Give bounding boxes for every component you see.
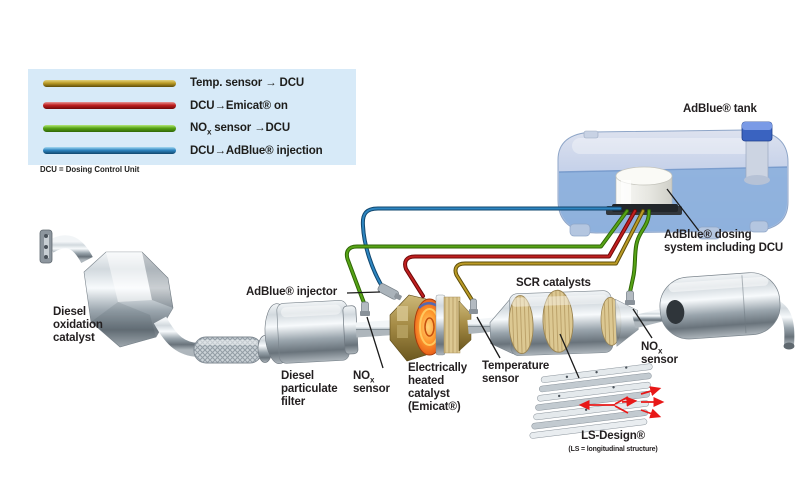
pointer-nox-sensor-2 xyxy=(632,308,653,339)
pointer-nox-sensor-1 xyxy=(366,316,384,369)
pipe-doc-to-braid xyxy=(153,316,199,357)
legend-line-adblue-injection xyxy=(43,147,176,155)
label-diesel-oxidation-catalyst: Diesel oxidation catalyst xyxy=(53,306,103,345)
legend-footnote: DCU = Dosing Control Unit xyxy=(40,165,140,174)
label-temperature-sensor: Temperature sensor xyxy=(482,360,550,386)
pointer-dosing-system xyxy=(666,188,700,232)
ls-design-structure xyxy=(529,363,665,439)
nox-sensor-1 xyxy=(360,301,370,316)
legend-row-temp-sensor: Temp. sensor → DCU xyxy=(28,72,356,95)
legend-row-nox-sensor: NOx sensor →DCU xyxy=(28,117,356,140)
pointer-adblue-injector xyxy=(346,291,381,294)
diesel-oxidation-catalyst xyxy=(83,251,174,348)
pointer-temperature-sensor xyxy=(476,316,501,359)
label-scr-catalysts: SCR catalysts xyxy=(516,277,591,289)
tank-filler-cap xyxy=(741,121,773,185)
label-diesel-particulate-filter: Diesel particulate filter xyxy=(281,370,338,409)
legend-row-emicat: DCU→Emicat® on xyxy=(28,95,356,118)
legend-row-adblue-injection: DCU→AdBlue® injection xyxy=(28,140,356,163)
wire-dcu-to-adblue-injection xyxy=(360,206,622,290)
wire-dcu-to-emicat xyxy=(403,209,637,298)
legend-line-temp-sensor xyxy=(43,79,176,87)
legend-label-temp-sensor: Temp. sensor → DCU xyxy=(190,77,305,90)
legend-line-nox-sensor xyxy=(43,124,176,132)
legend-label-nox-sensor: NOx sensor →DCU xyxy=(190,122,290,137)
label-ls-design-sub: (LS = longitudinal structure) xyxy=(568,446,658,453)
electrically-heated-catalyst xyxy=(389,294,472,362)
wire-nox-sensor-1-to-dcu xyxy=(344,209,629,305)
legend-box: Temp. sensor → DCU DCU→Emicat® on NOx se… xyxy=(28,69,356,165)
legend-line-emicat xyxy=(43,102,176,110)
label-electrically-heated-catalyst: Electrically heated catalyst (Emicat®) xyxy=(408,362,467,414)
wire-nox-sensor-2-to-dcu xyxy=(628,209,651,294)
legend-label-adblue-injection: DCU→AdBlue® injection xyxy=(190,144,323,157)
label-adblue-injector: AdBlue® injector xyxy=(246,286,338,298)
pointer-lines xyxy=(346,188,700,379)
flow-arrows xyxy=(578,386,665,419)
nox-sensor-2 xyxy=(625,290,635,305)
legend-label-emicat: DCU→Emicat® on xyxy=(190,99,288,112)
flex-braid-coupling xyxy=(193,335,273,364)
temperature-sensor xyxy=(469,298,478,314)
label-ls-design: LS-Design® xyxy=(581,430,645,442)
wire-temp-sensor-to-dcu xyxy=(453,209,645,302)
muffler xyxy=(659,272,781,340)
scr-catalysts xyxy=(489,289,639,356)
adblue-tank xyxy=(557,121,789,240)
diesel-particulate-filter xyxy=(264,300,359,364)
adblue-injector xyxy=(377,283,402,301)
inlet-flange xyxy=(39,229,93,264)
pointer-ls-design xyxy=(559,333,580,379)
label-dosing-system: AdBlue® dosing system including DCU xyxy=(664,229,784,255)
label-adblue-tank: AdBlue® tank xyxy=(683,103,757,115)
